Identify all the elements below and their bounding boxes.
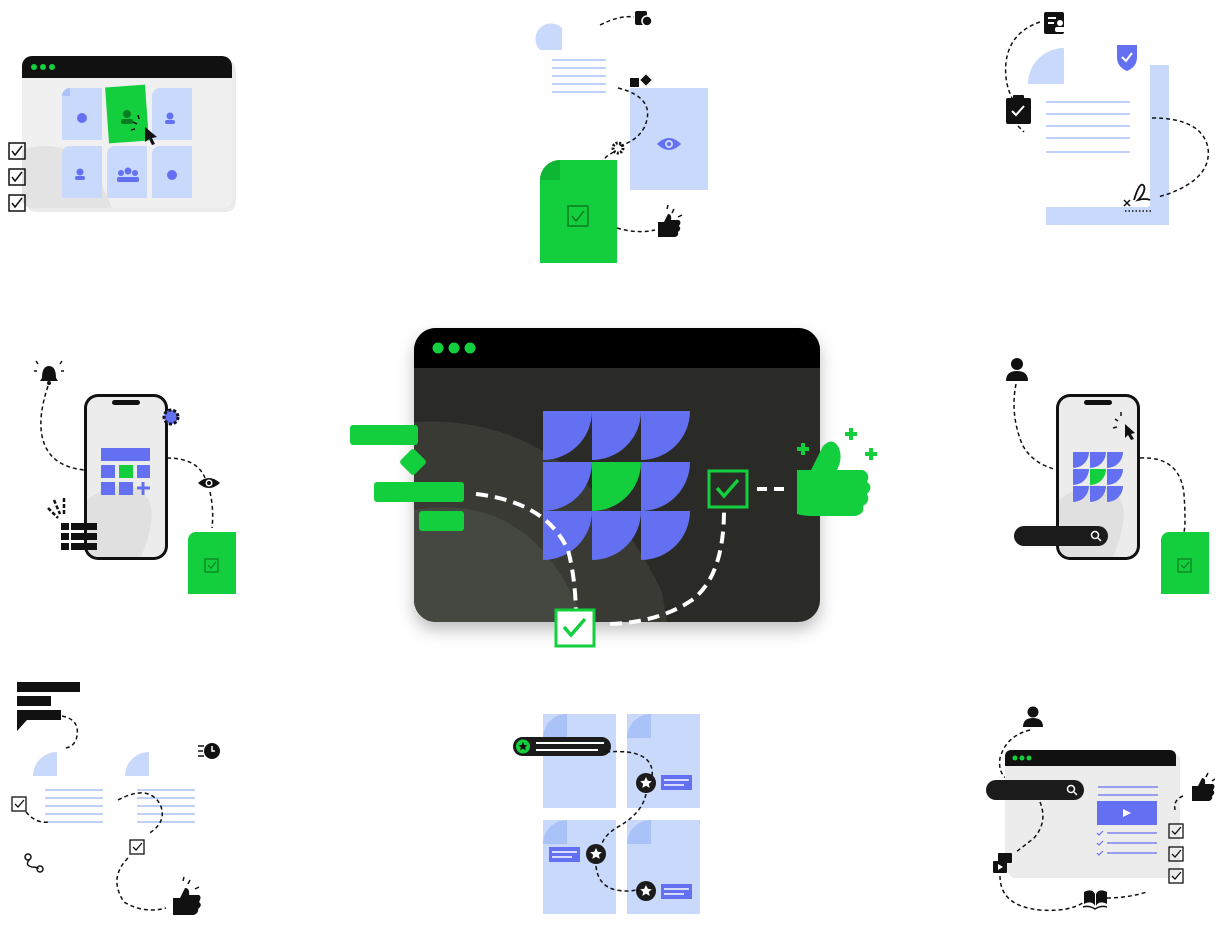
cursor-click-icon	[1112, 412, 1135, 440]
communication-workflow-illustration	[5, 675, 235, 920]
thumbs-up-icon	[173, 876, 201, 915]
video-player[interactable]	[1097, 801, 1157, 825]
user-card-selected	[105, 84, 149, 144]
checkbox-icon	[707, 469, 749, 509]
gear-icon	[162, 408, 180, 426]
approved-document	[188, 532, 236, 594]
user-card	[62, 88, 102, 140]
checkbox-icon	[8, 142, 26, 212]
rating-bar	[513, 737, 611, 756]
eye-icon	[657, 138, 681, 150]
play-icon	[1123, 809, 1131, 817]
main-dashboard-illustration	[340, 320, 900, 655]
user-card	[152, 146, 192, 198]
user-card	[107, 146, 147, 198]
star-badge-icon	[636, 773, 692, 793]
bell-icon	[34, 360, 64, 385]
search-bar[interactable]	[986, 780, 1084, 800]
document-card	[543, 820, 616, 914]
approved-document	[1161, 532, 1209, 594]
thumbs-up-icon	[1192, 772, 1215, 801]
document-card	[543, 714, 616, 808]
window-dots-icon	[31, 64, 55, 70]
video-learning-illustration	[980, 700, 1215, 920]
phone-icon	[1056, 394, 1140, 560]
user-card-grid	[62, 84, 192, 198]
eye-icon	[198, 478, 220, 488]
profile-card-icon	[1044, 12, 1066, 34]
search-icon	[1090, 530, 1102, 542]
shield-check-icon	[1117, 45, 1137, 71]
search-bar[interactable]	[1014, 526, 1108, 546]
star-badge-icon	[549, 844, 606, 864]
list-clock-icon	[635, 11, 653, 27]
mobile-app-illustration	[30, 350, 245, 600]
document-card	[627, 820, 700, 914]
mobile-search-illustration	[1000, 350, 1215, 600]
document-icon	[535, 23, 606, 93]
checkbox-icon	[11, 796, 27, 812]
document-icon	[125, 752, 195, 823]
approved-document	[540, 160, 617, 263]
checkbox-icon	[129, 839, 145, 855]
user-card	[152, 88, 192, 140]
browser-window	[1005, 750, 1180, 878]
phone-icon	[84, 394, 168, 560]
flow-blocks	[350, 425, 464, 531]
user-card	[62, 146, 102, 198]
contract-signing-illustration	[995, 5, 1215, 235]
route-icon	[24, 853, 44, 873]
logo-grid-icon	[543, 411, 690, 560]
book-icon	[1082, 890, 1108, 910]
thumbs-up-icon	[658, 204, 683, 237]
cursor-click-icon	[130, 114, 157, 145]
window-dots-icon	[432, 342, 476, 354]
gear-icon	[611, 141, 625, 155]
user-management-illustration	[0, 40, 250, 230]
window-dots-icon	[1012, 755, 1032, 761]
clipboard-check-icon	[1006, 95, 1031, 124]
list-icon	[47, 498, 97, 550]
chat-icon	[17, 682, 80, 731]
checkbox-icon	[1168, 823, 1184, 884]
document-review-illustration	[520, 5, 720, 270]
star-badge-icon	[636, 881, 692, 901]
document-card	[627, 714, 700, 808]
video-gallery-icon	[993, 853, 1012, 873]
signature-icon	[1123, 183, 1153, 212]
clock-icon	[198, 743, 220, 759]
checkbox-icon	[554, 608, 596, 648]
logo-grid-icon	[1073, 452, 1123, 502]
user-icon	[1023, 706, 1043, 727]
rated-documents-illustration	[505, 705, 710, 920]
search-icon	[1066, 784, 1078, 796]
user-icon	[1006, 358, 1028, 381]
thumbs-up-icon	[797, 428, 877, 516]
document-icon	[33, 752, 103, 823]
